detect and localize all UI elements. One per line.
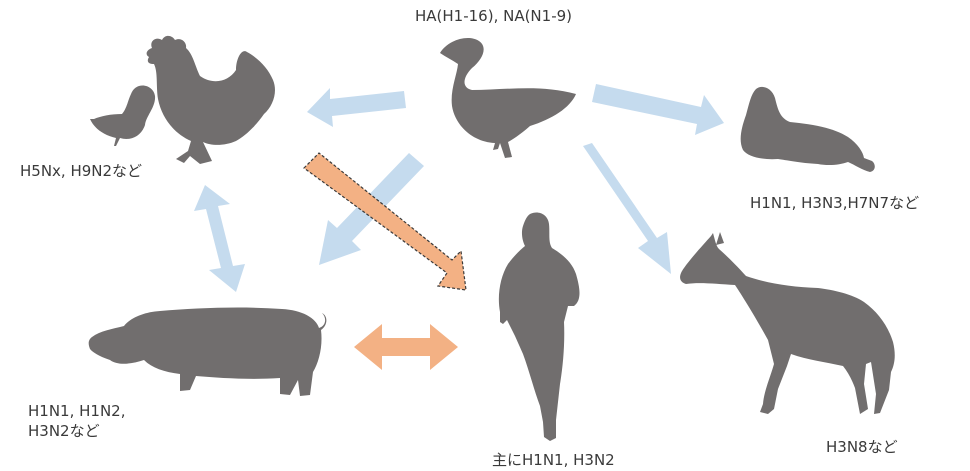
pig-icon (89, 308, 327, 396)
swine-label-line-2: H3N2など (28, 421, 125, 441)
chick-icon (90, 86, 155, 146)
animals (89, 36, 895, 441)
arrow-poultry-pig (194, 185, 245, 292)
horse-icon (680, 232, 895, 414)
seal-icon (741, 87, 875, 172)
seal-label: H1N1, H3N3,H7N7など (750, 193, 919, 213)
human-label: 主にH1N1, H3N2 (492, 450, 615, 470)
arrow-pig-human (354, 324, 458, 370)
source-label: HA(H1-16), NA(N1-9) (415, 6, 572, 26)
poultry-label: H5Nx, H9N2など (20, 161, 142, 181)
swine-label-line-1: H1N1, H1N2, (28, 401, 125, 421)
swine-label: H1N1, H1N2, H3N2など (28, 401, 125, 441)
chicken-icon (147, 36, 275, 164)
arrow-duck-to-horse (583, 143, 671, 274)
horse-label: H3N8など (826, 437, 898, 457)
duck-icon (440, 38, 576, 158)
human-icon (499, 212, 580, 441)
arrow-duck-to-poultry (307, 88, 406, 127)
arrow-duck-to-seal (592, 84, 724, 135)
